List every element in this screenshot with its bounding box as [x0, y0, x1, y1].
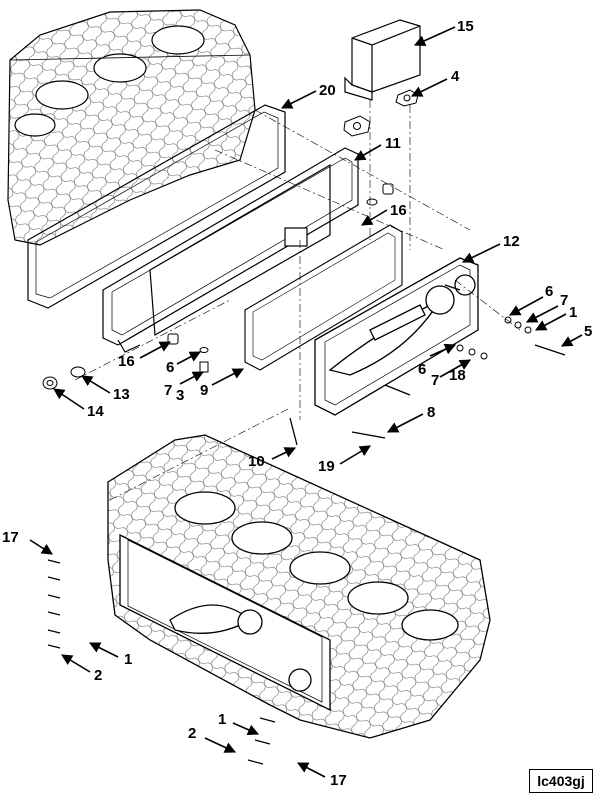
leader-11 [354, 144, 382, 161]
callout-19: 19 [318, 458, 335, 475]
seal-ring-13 [70, 366, 86, 378]
callout-11: 11 [385, 135, 401, 152]
callout-6-left: 6 [166, 359, 174, 376]
gasket-9 [244, 224, 403, 371]
leader-1-left [88, 642, 119, 658]
leader-19 [339, 445, 371, 465]
callout-10: 10 [248, 453, 265, 470]
callout-15: 15 [457, 18, 474, 35]
lower-bolts [47, 559, 276, 765]
callout-7-right: 7 [560, 292, 568, 309]
leader-17-top [29, 539, 53, 555]
plug-16-upper [366, 183, 394, 206]
leader-7-left [179, 371, 204, 385]
leader-13 [81, 375, 111, 394]
long-bolts [289, 284, 566, 446]
fitting-3-6-7 [199, 347, 209, 373]
callout-16-lower: 16 [118, 353, 135, 370]
callout-17-top: 17 [2, 529, 19, 546]
leader-7-mid [439, 359, 471, 378]
leader-16-lower [139, 341, 171, 359]
leader-4 [410, 78, 448, 97]
leader-12 [461, 243, 501, 263]
figure-reference-label: lc403gj [529, 769, 593, 793]
leader-1-right [535, 313, 567, 331]
leader-20 [280, 90, 317, 109]
callout-12: 12 [503, 233, 520, 250]
leader-8 [387, 413, 424, 433]
leader-6-left [176, 351, 201, 365]
gasket-under-filter-head [343, 115, 371, 137]
callout-1-bottom: 1 [218, 711, 226, 728]
leader-9 [211, 368, 244, 386]
gasket-20 [27, 104, 286, 309]
oil-cooler-housing [102, 147, 359, 353]
callout-7-mid: 7 [431, 372, 439, 389]
callout-3: 3 [176, 387, 184, 404]
oil-filter-head [344, 19, 421, 101]
callout-8: 8 [427, 404, 435, 421]
callout-13: 13 [113, 386, 130, 403]
callout-6-right: 6 [545, 283, 553, 300]
callout-2-bottom: 2 [188, 725, 196, 742]
gasket-4 [395, 89, 419, 107]
leader-arrows [29, 26, 583, 778]
callout-16-upper: 16 [390, 202, 407, 219]
callout-5: 5 [584, 323, 592, 340]
plug-14 [42, 376, 58, 390]
leader-5 [561, 334, 583, 347]
callout-20: 20 [319, 82, 336, 99]
lower-engine-block [107, 434, 491, 739]
leader-10 [271, 447, 297, 460]
leader-16-upper [361, 209, 388, 226]
leader-6-mid [429, 343, 457, 357]
callout-1-left: 1 [124, 651, 132, 668]
callout-2-left: 2 [94, 667, 102, 684]
leader-15 [413, 26, 456, 46]
callout-6-mid: 6 [418, 361, 426, 378]
callout-labels: 15 4 20 11 16 12 6 7 1 5 16 6 7 3 9 13 1… [2, 18, 592, 789]
leader-17-bottom [297, 762, 326, 778]
callout-17-bottom: 17 [330, 772, 347, 789]
callout-7-left: 7 [164, 382, 172, 399]
leader-1-bottom [232, 722, 260, 736]
fittings-right-1-6-7 [456, 316, 532, 360]
callout-9: 9 [200, 382, 208, 399]
leader-2-left [61, 654, 91, 673]
callout-1-right: 1 [569, 304, 577, 321]
callout-4: 4 [451, 68, 460, 85]
upper-engine-block [7, 9, 256, 246]
cooler-cover-assembly [314, 257, 479, 416]
leader-7-right [526, 305, 559, 323]
callout-14: 14 [87, 403, 104, 420]
callout-18: 18 [449, 367, 466, 384]
leader-2-bottom [204, 737, 237, 753]
leader-6-right [509, 296, 544, 316]
leader-14 [53, 388, 85, 410]
